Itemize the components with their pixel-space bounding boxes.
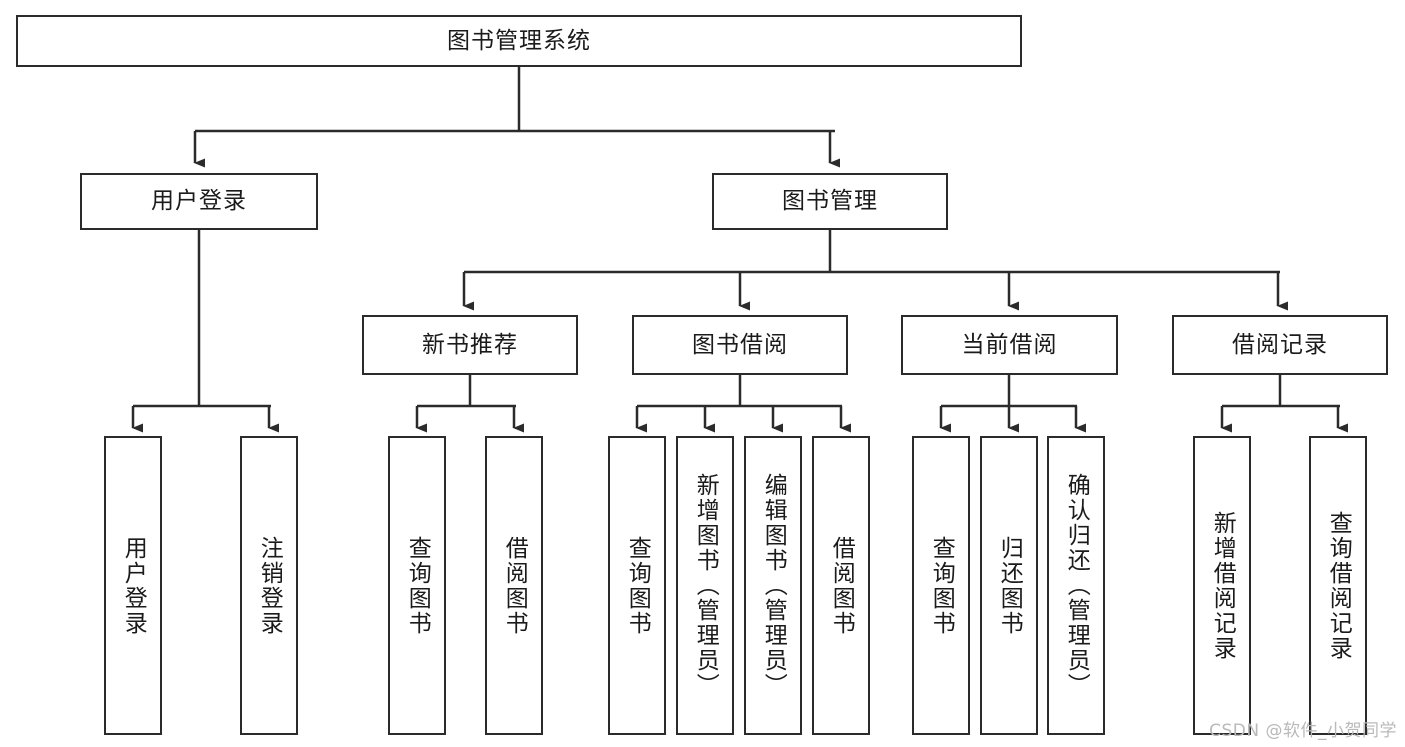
node-leaf-add-borrow-record[interactable]: 新增借阅记录: [1193, 436, 1251, 735]
node-label: 图书管理系统: [447, 27, 591, 54]
node-leaf-confirm-return-admin[interactable]: 确认归还（管理员）: [1047, 436, 1105, 735]
node-label: 借阅记录: [1232, 331, 1328, 358]
node-label: 新增图书（管理员）: [692, 473, 719, 698]
node-label: 新书推荐: [422, 331, 518, 358]
node-borrow-record[interactable]: 借阅记录: [1172, 315, 1388, 375]
node-leaf-query-book-1[interactable]: 查询图书: [388, 436, 446, 735]
node-leaf-query-borrow-record[interactable]: 查询借阅记录: [1309, 436, 1367, 735]
node-user-login[interactable]: 用户登录: [80, 173, 318, 230]
node-book-management[interactable]: 图书管理: [712, 173, 948, 230]
csdn-watermark: CSDN @软件_小贺同学: [1209, 721, 1397, 741]
node-leaf-add-book-admin[interactable]: 新增图书（管理员）: [676, 436, 734, 735]
node-leaf-user-login[interactable]: 用户登录: [104, 436, 162, 735]
node-label: 图书借阅: [692, 331, 788, 358]
node-leaf-logout-login[interactable]: 注销登录: [240, 436, 298, 735]
node-leaf-return-book[interactable]: 归还图书: [980, 436, 1038, 735]
node-new-book-recommend[interactable]: 新书推荐: [362, 315, 578, 375]
node-leaf-edit-book-admin[interactable]: 编辑图书（管理员）: [744, 436, 802, 735]
node-leaf-borrow-book-1[interactable]: 借阅图书: [485, 436, 543, 735]
node-label: 借阅图书: [828, 535, 855, 636]
node-label: 查询图书: [928, 535, 955, 636]
node-book-borrow[interactable]: 图书借阅: [632, 315, 848, 375]
node-label: 归还图书: [996, 535, 1023, 636]
node-label: 注销登录: [256, 535, 283, 636]
node-label: 图书管理: [782, 188, 878, 215]
node-label: 查询图书: [624, 535, 651, 636]
node-leaf-borrow-book-2[interactable]: 借阅图书: [812, 436, 870, 735]
node-leaf-query-book-3[interactable]: 查询图书: [912, 436, 970, 735]
node-label: 新增借阅记录: [1209, 510, 1236, 661]
node-root-book-management-system[interactable]: 图书管理系统: [16, 15, 1022, 67]
node-label: 查询借阅记录: [1325, 510, 1352, 661]
node-label: 确认归还（管理员）: [1063, 473, 1090, 698]
node-label: 查询图书: [404, 535, 431, 636]
node-label: 用户登录: [120, 535, 147, 636]
node-label: 编辑图书（管理员）: [760, 473, 787, 698]
node-leaf-query-book-2[interactable]: 查询图书: [608, 436, 666, 735]
node-current-borrow[interactable]: 当前借阅: [901, 315, 1118, 375]
node-label: 当前借阅: [961, 331, 1058, 358]
node-label: 用户登录: [151, 188, 247, 215]
node-label: 借阅图书: [501, 535, 528, 636]
